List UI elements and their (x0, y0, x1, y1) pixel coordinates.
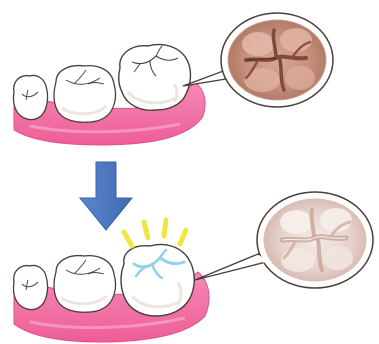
molar-after (121, 245, 194, 317)
shine-sparkle-icon (124, 220, 186, 246)
after-zoom-callout (195, 192, 373, 288)
after-panel (13, 192, 373, 342)
down-arrow-icon (80, 162, 132, 230)
before-panel (13, 13, 333, 145)
tooth-small-before (13, 75, 47, 119)
molar-before (119, 45, 191, 111)
tooth-middle-before (54, 66, 116, 123)
tooth-middle-after (54, 256, 116, 313)
before-zoom-callout (183, 13, 333, 107)
tooth-small-after (13, 265, 47, 309)
